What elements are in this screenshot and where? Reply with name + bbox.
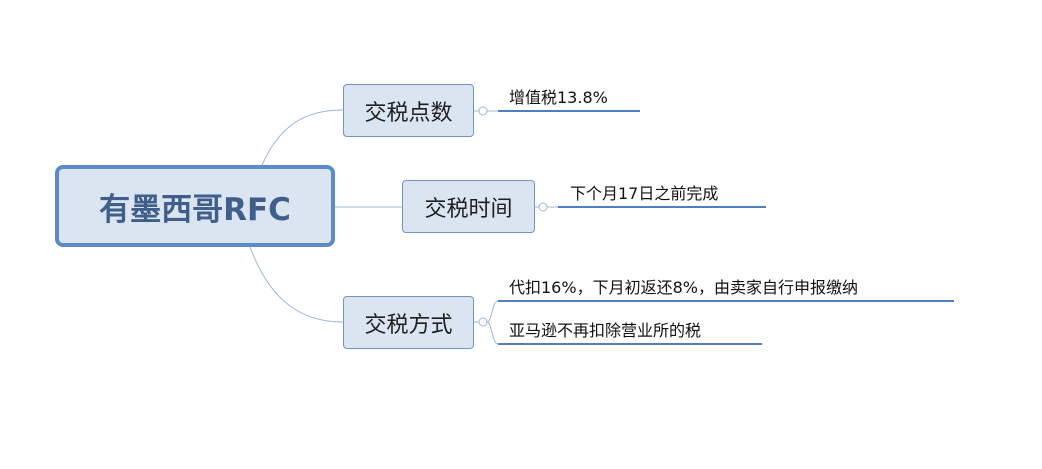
connector-root-branch-1 bbox=[261, 109, 344, 166]
connector-branch-3-leaf-1 bbox=[486, 300, 499, 323]
branch-node-label: 交税方式 bbox=[364, 312, 453, 338]
collapse-toggle-branch-3[interactable] bbox=[478, 317, 488, 327]
root-node[interactable]: 有墨西哥RFC bbox=[55, 165, 335, 247]
leaf-node-vat-rate[interactable]: 增值税13.8% bbox=[509, 88, 608, 107]
collapse-toggle-branch-1[interactable] bbox=[478, 106, 488, 116]
branch-node-tax-rate[interactable]: 交税点数 bbox=[343, 84, 474, 137]
branch-node-label: 交税点数 bbox=[364, 100, 453, 126]
leaf-node-deadline[interactable]: 下个月17日之前完成 bbox=[570, 184, 719, 203]
branch-node-tax-time[interactable]: 交税时间 bbox=[402, 180, 535, 233]
leaf-node-withholding[interactable]: 代扣16%，下月初返还8%，由卖家自行申报缴纳 bbox=[509, 278, 858, 297]
connector-branch-3-leaf-2 bbox=[486, 321, 499, 345]
root-node-label: 有墨西哥RFC bbox=[99, 191, 291, 228]
collapse-toggle-branch-2[interactable] bbox=[538, 202, 548, 212]
leaf-node-amazon-note[interactable]: 亚马逊不再扣除营业所的税 bbox=[509, 321, 702, 340]
branch-node-tax-method[interactable]: 交税方式 bbox=[343, 296, 474, 349]
connector-root-branch-3 bbox=[249, 246, 344, 323]
branch-node-label: 交税时间 bbox=[424, 196, 513, 222]
